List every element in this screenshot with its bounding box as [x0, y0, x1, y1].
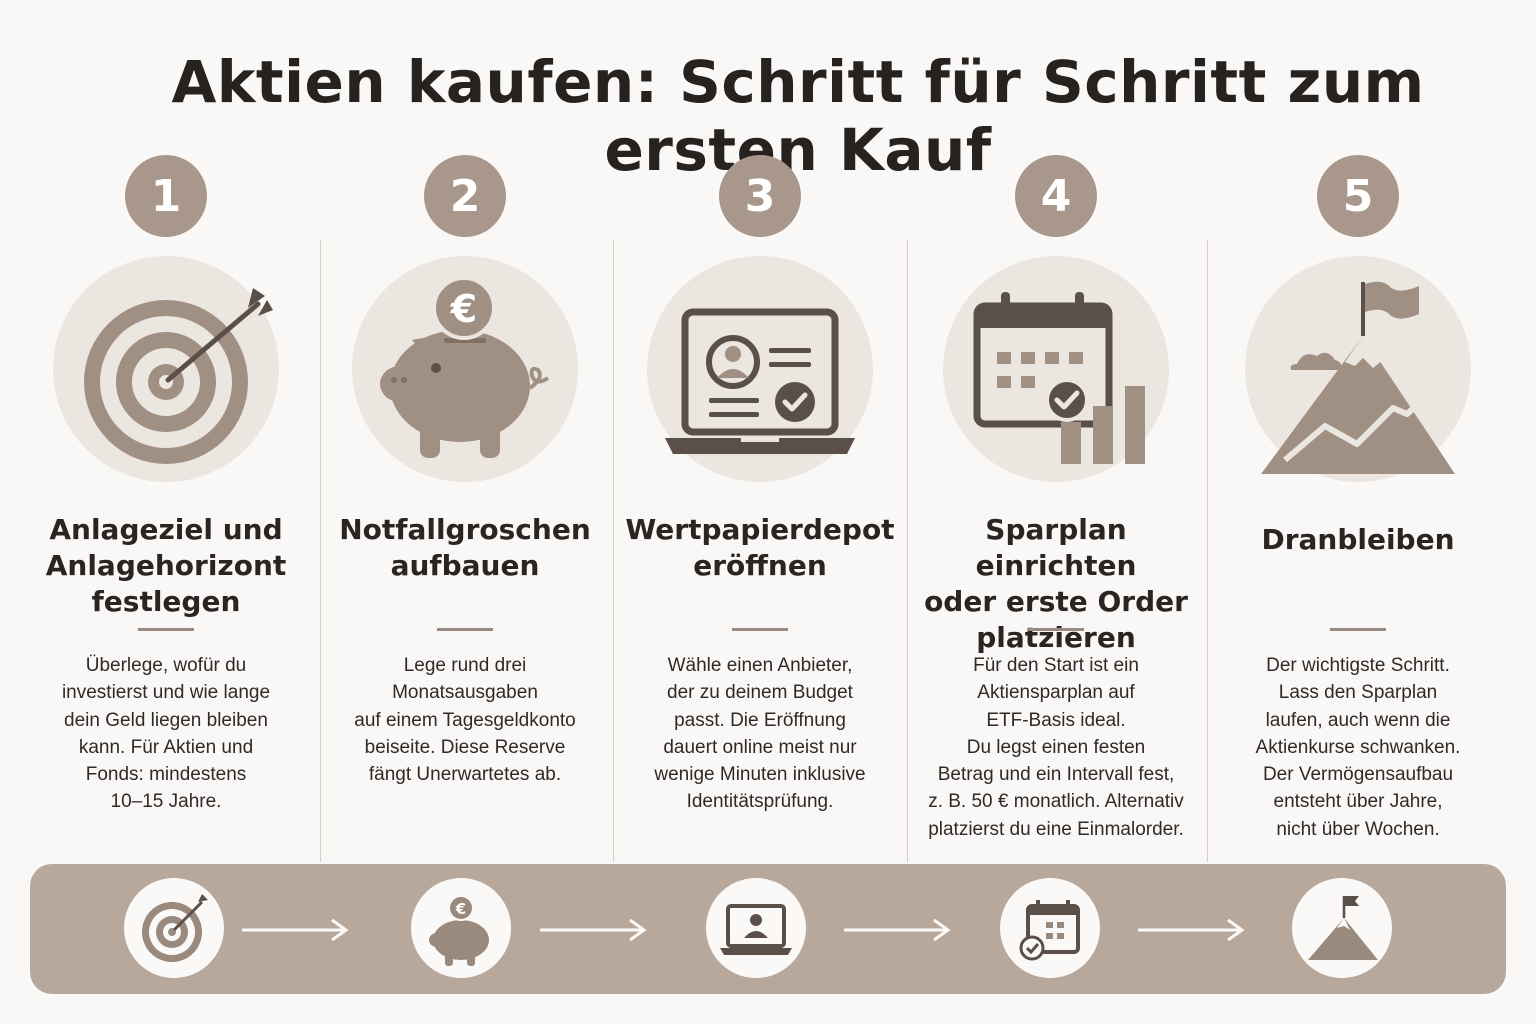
- laptop-profile-icon: [720, 904, 792, 955]
- timeline-step-3: [706, 878, 806, 978]
- target-icon: [84, 288, 273, 464]
- step-illustration: [53, 256, 279, 482]
- title-underline: [138, 628, 194, 631]
- step-number: 2: [424, 155, 506, 237]
- timeline-step-2: €: [411, 878, 511, 978]
- step-description: Lege rund drei Monatsausgaben auf einem …: [354, 655, 576, 786]
- step-illustration: [647, 256, 873, 482]
- mountain-flag-icon: [1261, 281, 1455, 474]
- step-3: 3 Wertpapierdepot eröffnen Wähle einen A…: [612, 0, 908, 860]
- step-description: Überlege, wofür du investierst und wie l…: [61, 655, 271, 813]
- step-number: 4: [1015, 155, 1097, 237]
- arrow-right-icon: [242, 918, 349, 942]
- step-illustration: [1245, 256, 1471, 482]
- step-number: 1: [125, 155, 207, 237]
- step-description: Für den Start ist ein Aktiensparplan auf…: [928, 655, 1184, 840]
- column-divider: [320, 240, 321, 862]
- step-title: Anlageziel und Anlagehorizont festlegen: [45, 513, 287, 618]
- mountain-flag-icon: [1308, 896, 1378, 960]
- step-illustration: [943, 256, 1169, 482]
- title-underline: [437, 628, 493, 631]
- step-number: 3: [719, 155, 801, 237]
- timeline-step-1: [124, 878, 224, 978]
- step-title: Wertpapierdepot eröffnen: [625, 513, 895, 582]
- arrow-right-icon: [1138, 918, 1245, 942]
- step-description: Wähle einen Anbieter, der zu deinem Budg…: [654, 655, 866, 813]
- laptop-profile-icon: [665, 308, 855, 454]
- title-underline: [1028, 628, 1084, 631]
- page-title: Aktien kaufen: Schritt für Schritt zum e…: [171, 48, 1425, 184]
- piggy-bank-icon: €: [429, 895, 489, 966]
- step-illustration: €: [352, 256, 578, 482]
- step-title: Notfallgroschen aufbauen: [339, 513, 591, 582]
- column-divider: [613, 240, 614, 862]
- timeline-bar: €: [30, 864, 1506, 994]
- calendar-chart-icon: [973, 292, 1145, 464]
- step-title: Sparplan einrichten oder erste Order pla…: [924, 513, 1188, 654]
- step-2: 2 € Notfallgroschen aufbauen Lege rund d…: [317, 0, 613, 860]
- arrow-right-icon: [540, 918, 647, 942]
- timeline-step-4: [1000, 878, 1100, 978]
- coin-symbol: €: [450, 287, 477, 331]
- arrow-right-icon: [844, 918, 951, 942]
- coin-symbol: €: [455, 900, 466, 918]
- timeline-step-5: [1292, 878, 1392, 978]
- column-divider: [1207, 240, 1208, 862]
- target-icon: [142, 894, 208, 962]
- step-number: 5: [1317, 155, 1399, 237]
- step-description: Der wichtigste Schritt. Lass den Sparpla…: [1255, 655, 1461, 840]
- column-divider: [907, 240, 908, 862]
- step-1: 1 Anlageziel und Anlagehorizont festlege…: [18, 0, 314, 860]
- step-5: 5 Dranbleiben Der wichtigste Schritt. La…: [1210, 0, 1506, 860]
- title-underline: [1330, 628, 1386, 631]
- step-title: Dranbleiben: [1261, 523, 1455, 556]
- calendar-check-icon: [1019, 900, 1080, 961]
- step-4: 4 Sparplan einrichten oder erste Order p…: [908, 0, 1204, 860]
- piggy-bank-icon: €: [380, 276, 550, 458]
- title-underline: [732, 628, 788, 631]
